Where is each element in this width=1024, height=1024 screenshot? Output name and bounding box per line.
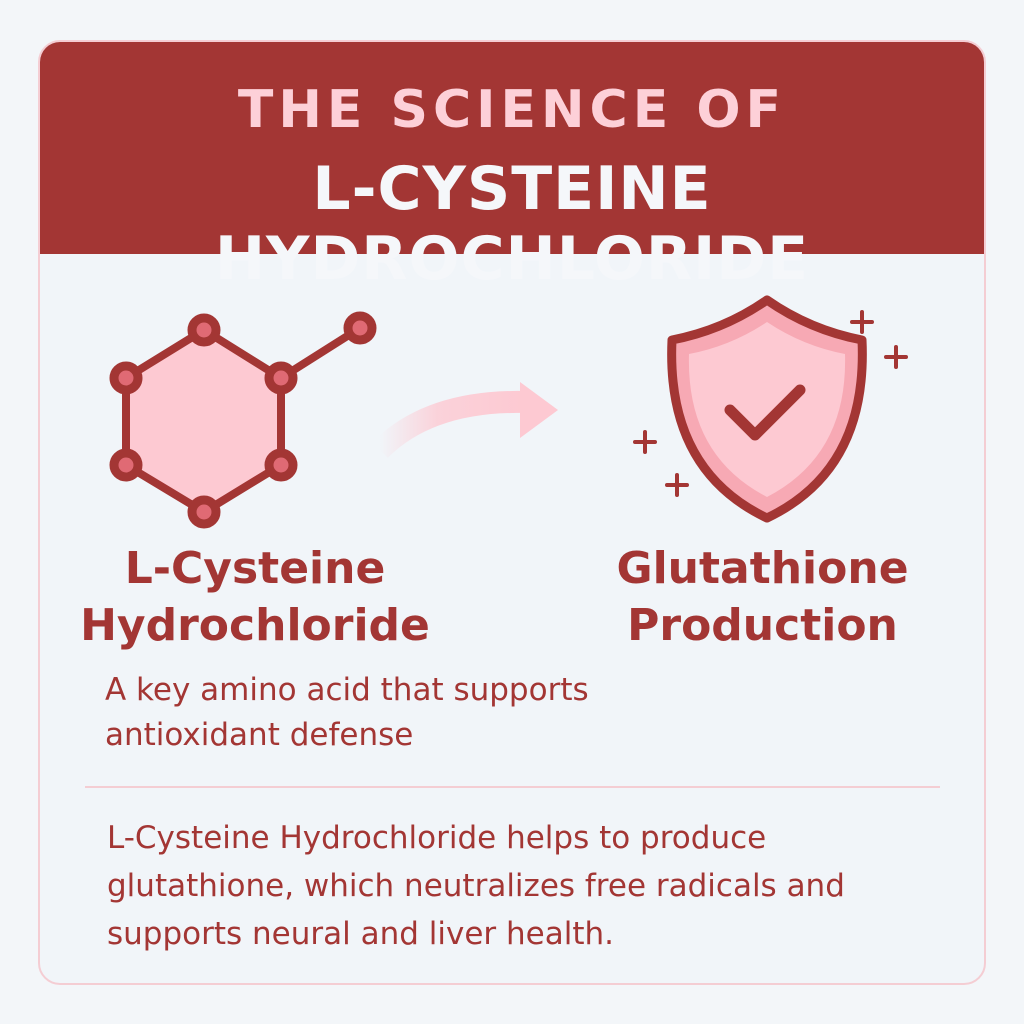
- l-cysteine-title-line1: L-Cysteine: [124, 543, 386, 594]
- molecule-hexagon-icon: [109, 311, 377, 529]
- l-cysteine-title-line2: Hydrochloride: [80, 600, 430, 651]
- glutathione-title-line2: Production: [627, 600, 898, 651]
- summary-paragraph: L-Cysteine Hydrochloride helps to produc…: [107, 820, 845, 952]
- l-cysteine-description: A key amino acid that supports antioxida…: [105, 672, 589, 753]
- header-banner: THE SCIENCE OF L-CYSTEINE HYDROCHLORIDE: [40, 42, 984, 294]
- shield-check-icon: [667, 295, 867, 523]
- glutathione-title: Glutathione Production: [580, 540, 945, 654]
- sparkle-plus-icons: [633, 310, 908, 497]
- l-cysteine-title: L-Cysteine Hydrochloride: [60, 540, 450, 654]
- glutathione-title-line1: Glutathione: [616, 543, 909, 594]
- divider: [85, 786, 940, 788]
- header-title: L-CYSTEINE HYDROCHLORIDE: [214, 154, 810, 294]
- header-subtitle: THE SCIENCE OF: [237, 80, 787, 140]
- arrow-right-icon: [372, 382, 558, 458]
- infographic-card: THE SCIENCE OF L-CYSTEINE HYDROCHLORIDE: [38, 40, 986, 985]
